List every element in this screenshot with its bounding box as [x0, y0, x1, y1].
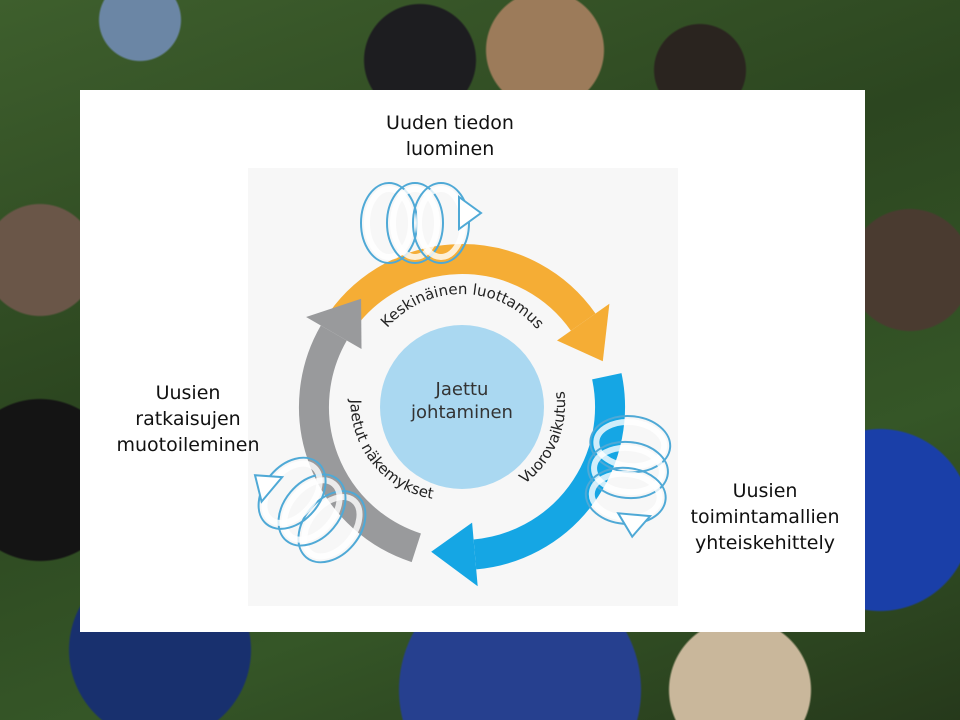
spiral-arrows-top — [360, 182, 483, 264]
spiral-arrows-right — [584, 414, 672, 539]
spiral-arrowhead — [616, 512, 653, 539]
outer-label-top: Uuden tiedon luominen — [386, 112, 514, 160]
center-label-line2: johtaminen — [410, 402, 513, 423]
spiral-loop — [587, 440, 669, 500]
spiral-loop-band — [301, 494, 363, 560]
spiral-loop — [257, 456, 327, 530]
blue-arrow — [473, 373, 626, 570]
orange-arrowhead — [557, 303, 610, 362]
spiral-loop-band — [390, 186, 440, 260]
spiral-loop — [412, 182, 470, 264]
center-circle — [380, 325, 544, 489]
outer-label-right: Uusien toimintamallien yhteiskehittely — [690, 480, 840, 554]
spiral-arrowhead — [458, 195, 483, 231]
spiral-loop — [277, 473, 347, 547]
gray-arrow — [299, 325, 422, 563]
cycle-diagram: Jaettu johtaminen Keskinäinen luottamus … — [248, 168, 678, 606]
spiral-loop-band — [591, 444, 665, 496]
spiral-loop — [584, 466, 667, 526]
spiral-loop — [386, 182, 444, 264]
center-label-line1: Jaettu — [435, 379, 489, 400]
spiral-loop-band — [593, 418, 668, 470]
spiral-arrows-left — [253, 456, 367, 564]
outer-label-left: Uusien ratkaisujen muotoileminen — [116, 382, 260, 456]
gray-arrowhead — [306, 298, 362, 349]
diagram-panel: Jaettu johtaminen Keskinäinen luottamus … — [80, 90, 865, 632]
blue-arrowhead — [431, 522, 478, 587]
spiral-arrowhead — [253, 474, 285, 504]
spiral-loop-band — [281, 477, 343, 543]
orange-arrow — [323, 244, 596, 337]
spiral-loop-band — [364, 186, 414, 260]
